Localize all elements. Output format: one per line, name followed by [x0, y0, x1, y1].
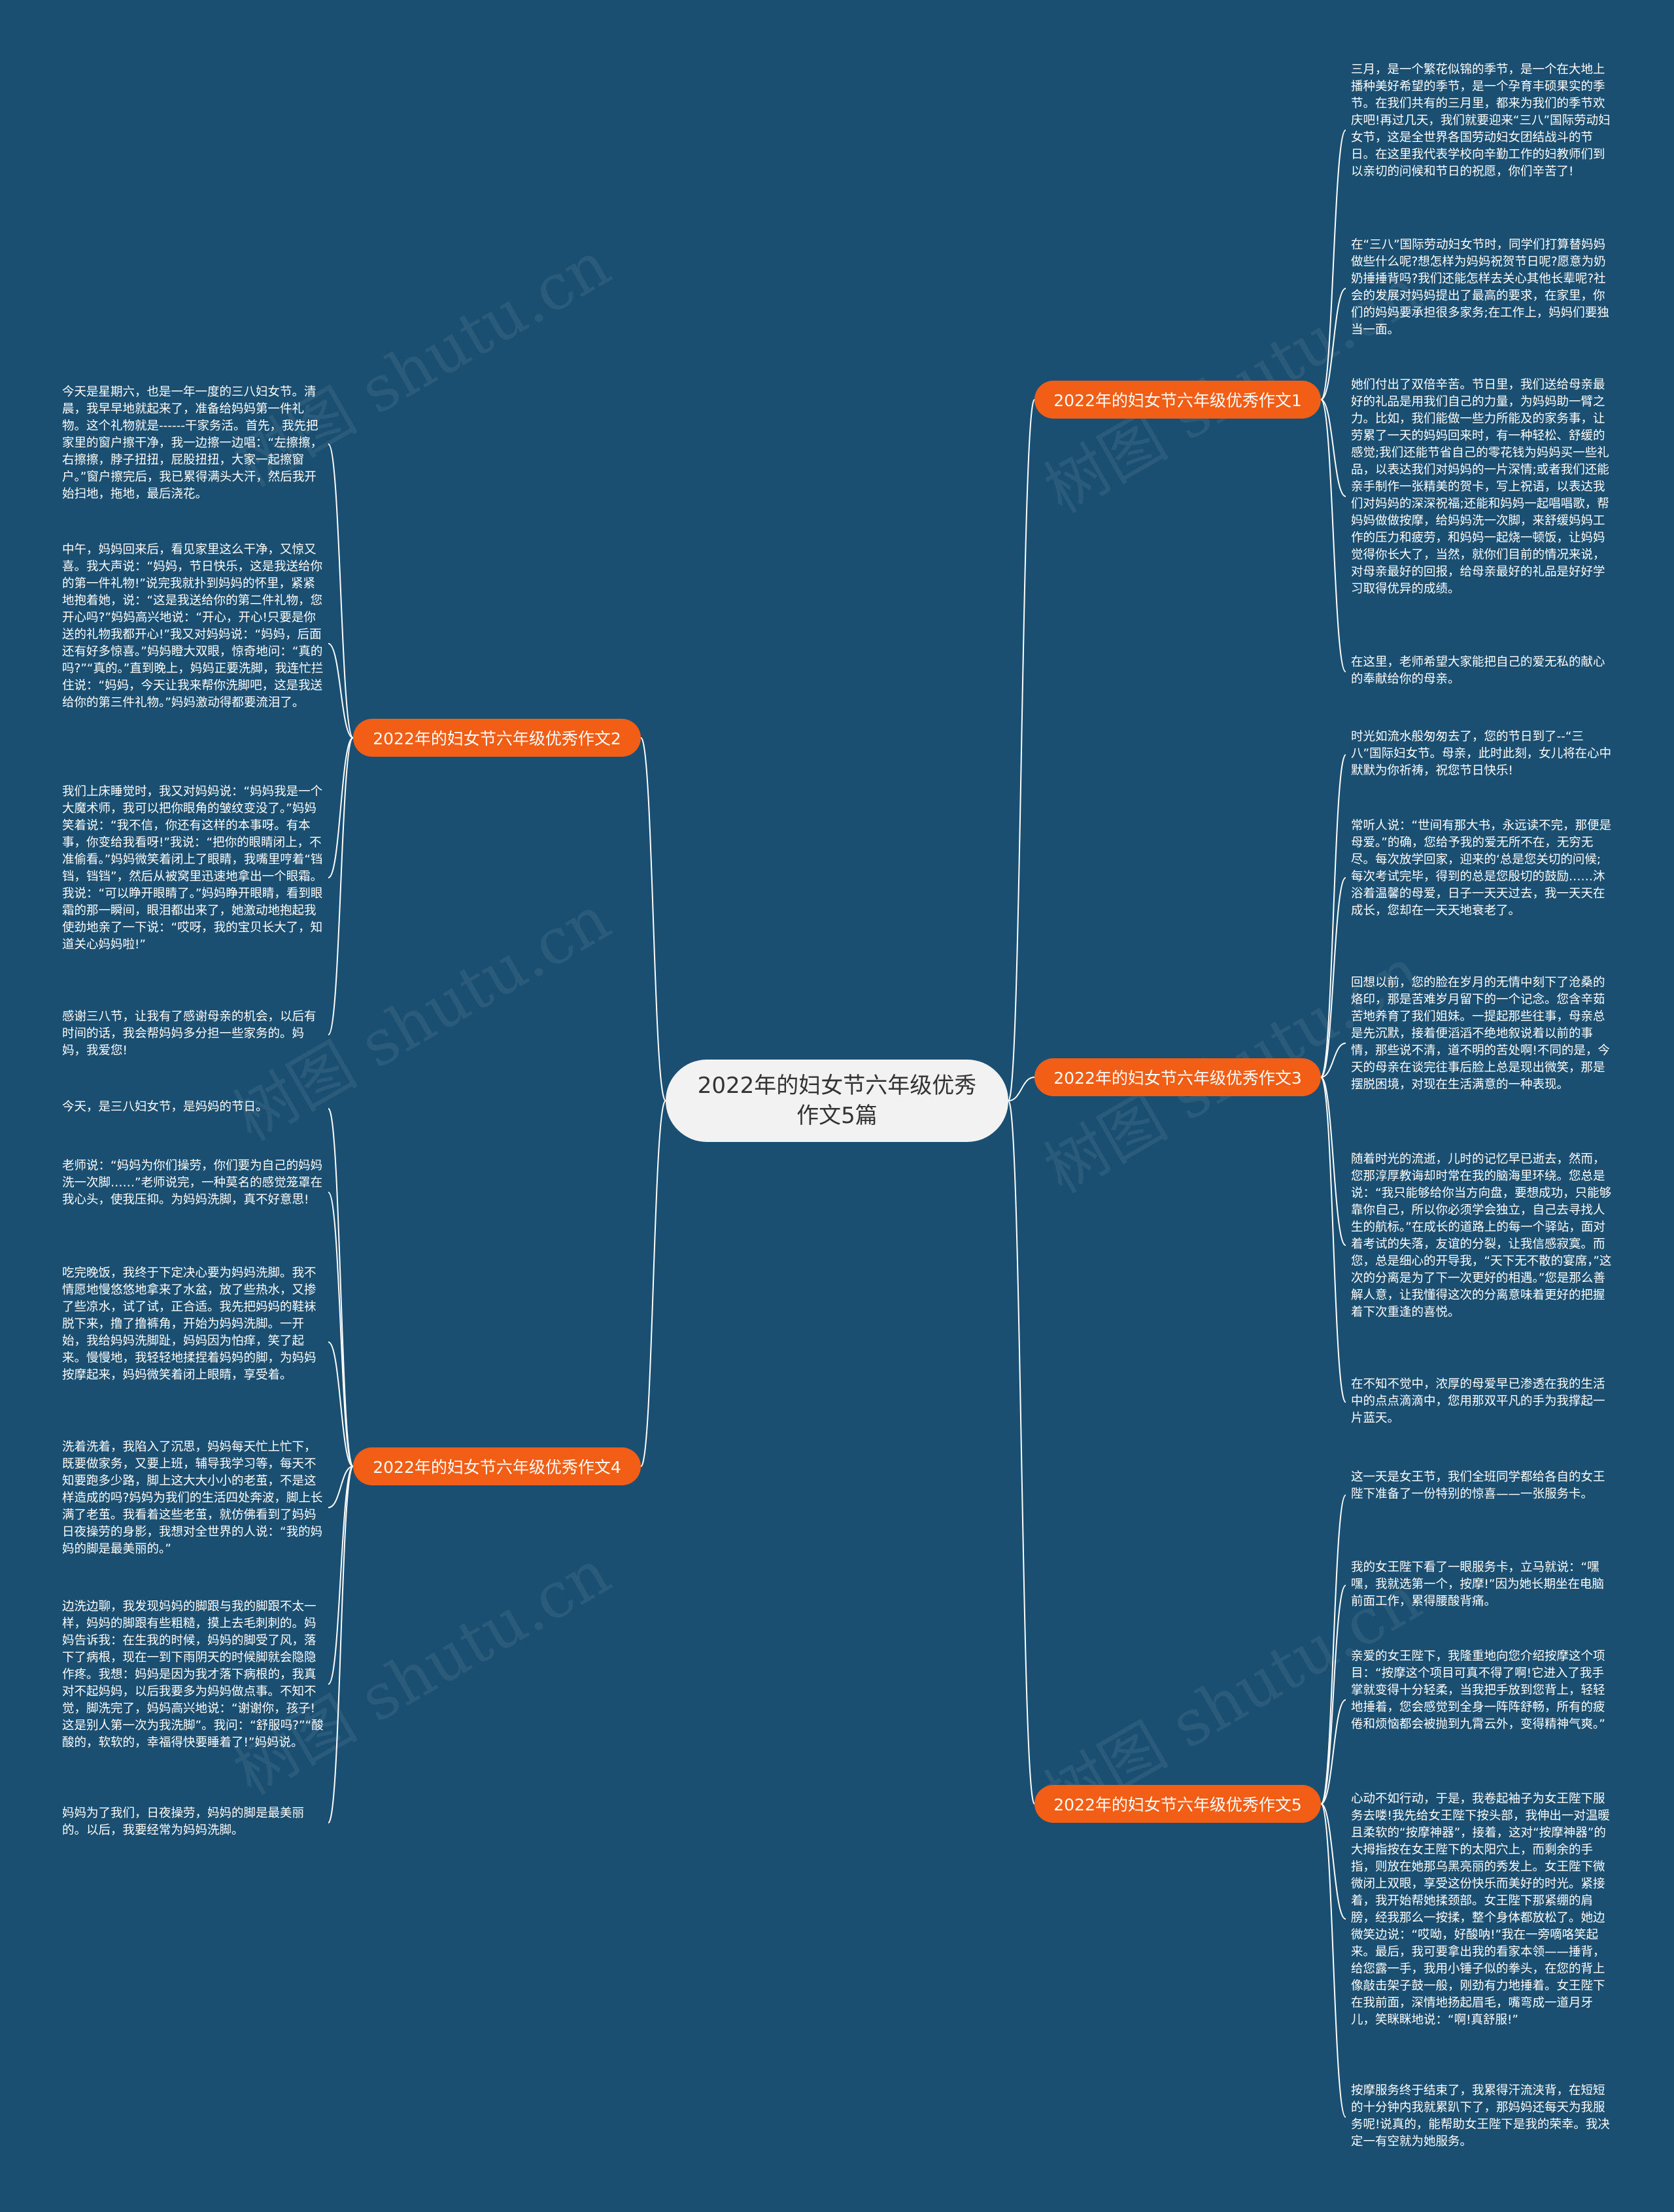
- leaf-text: 吃完晚饭，我终于下定决心要为妈妈洗脚。我不情愿地慢悠悠地拿来了水盆，放了些热水，…: [62, 1266, 316, 1382]
- root-topic[interactable]: 2022年的妇女节六年级优秀作文5篇: [666, 1060, 1008, 1142]
- leaf-text: 我们上床睡觉时，我又对妈妈说：“妈妈我是一个大魔术师，我可以把你眼角的皱纹变没了…: [62, 785, 323, 952]
- leaf-link: [1320, 1803, 1346, 2118]
- leaf-link: [1320, 877, 1346, 1078]
- leaf-link: [1320, 288, 1346, 400]
- leaf-link: [1320, 1803, 1346, 1920]
- leaf-text: 洗着洗着，我陷入了沉思，妈妈每天忙上忙下，既要做家务，又要上班，辅导我学习等，每…: [62, 1440, 323, 1556]
- leaf-text: 在不知不觉中，浓厚的母爱早已渗透在我的生活中的点点滴滴中，您用那双平凡的手为我撑…: [1351, 1377, 1605, 1425]
- leaf-text: 老师说：“妈妈为你们操劳，你们要为自己的妈妈洗一次脚……”老师说完，一种莫名的感…: [62, 1159, 323, 1207]
- leaf-link: [1320, 1077, 1346, 1403]
- branch-topic-1[interactable]: 2022年的妇女节六年级优秀作文1: [1034, 381, 1321, 419]
- branch-link-3: [1008, 1077, 1035, 1101]
- leaf-text: 今天，是三八妇女节，是妈妈的节日。: [62, 1100, 268, 1114]
- branch-topic-4[interactable]: 2022年的妇女节六年级优秀作文4: [353, 1447, 641, 1485]
- leaf-text: 时光如流水般匆匆去了，您的节日到了--“三八”国际妇女节。母亲，此时此刻，女儿将…: [1351, 730, 1612, 778]
- leaf-text: 随着时光的流逝，儿时的记忆早已逝去，然而，您那淳厚教诲却时常在我的脑海里环绕。您…: [1351, 1152, 1612, 1319]
- leaf-text: 回想以前，您的脸在岁月的无情中刻下了沧桑的烙印，那是苦难岁月留下的一个记念。您含…: [1351, 976, 1610, 1092]
- leaf-text: 亲爱的女王陛下，我隆重地向您介绍按摩这个项目：“按摩这个项目可真不得了啊!它进入…: [1351, 1650, 1605, 1731]
- leaf-text: 心动不如行动，于是，我卷起袖子为女王陛下服务去喽!我先给女王陛下按头部，我伸出一…: [1351, 1792, 1610, 2027]
- leaf-link: [328, 737, 354, 878]
- leaf-link: [1320, 1495, 1346, 1805]
- leaf-link: [1320, 1699, 1346, 1805]
- branch-link-5: [1008, 1100, 1035, 1805]
- leaf-text: 按摩服务终于结束了，我累得汗流浃背，在短短的十分钟内我就累趴下了，那妈妈还每天为…: [1351, 2084, 1610, 2149]
- branch-topic-2[interactable]: 2022年的妇女节六年级优秀作文2: [353, 719, 641, 757]
- leaf-text: 常听人说：“世间有那大书，永远读不完，那便是母爱。”的确，您给予我的爱无所不在，…: [1351, 819, 1612, 918]
- leaf-link: [328, 1466, 354, 1685]
- leaf-text: 中午，妈妈回来后，看见家里这么干净，又惊又喜。我大声说：“妈妈，节日快乐，这是我…: [62, 543, 324, 710]
- leaf-link: [1320, 1043, 1346, 1078]
- branch-topic-5[interactable]: 2022年的妇女节六年级优秀作文5: [1034, 1785, 1321, 1823]
- leaf-link: [328, 737, 354, 1035]
- leaf-link: [328, 1466, 354, 1508]
- leaf-text: 我的女王陛下看了一眼服务卡，立马就说：“嘿嘿，我就选第一个，按摩!”因为她长期坐…: [1351, 1561, 1605, 1608]
- leaf-link: [328, 1466, 354, 1823]
- leaf-text: 这一天是女王节，我们全班同学都给各自的女王陛下准备了一份特别的惊喜——一张服务卡…: [1351, 1470, 1605, 1501]
- leaf-link: [328, 1341, 354, 1467]
- leaf-text: 在“三八”国际劳动妇女节时，同学们打算替妈妈做些什么呢?想怎样为妈妈祝贺节日呢?…: [1351, 238, 1609, 337]
- leaf-link: [328, 643, 354, 738]
- leaf-text: 在这里，老师希望大家能把自己的爱无私的献心的奉献给你的母亲。: [1351, 655, 1605, 686]
- leaf-link: [328, 1108, 354, 1467]
- leaf-text: 感谢三八节，让我有了感谢母亲的机会，以后有时间的话，我会帮妈妈多分担一些家务的。…: [62, 1010, 316, 1058]
- leaf-link: [1320, 399, 1346, 497]
- branch-link-2: [640, 737, 666, 1101]
- leaf-link: [1320, 1585, 1346, 1805]
- branch-topic-3[interactable]: 2022年的妇女节六年级优秀作文3: [1034, 1058, 1321, 1096]
- leaf-link: [328, 443, 354, 738]
- leaf-text: 妈妈为了我们，日夜操劳，妈妈的脚是最美丽的。以后，我要经常为妈妈洗脚。: [62, 1806, 305, 1837]
- leaf-link: [1320, 754, 1346, 1078]
- leaf-link: [328, 1192, 354, 1467]
- branch-link-4: [640, 1100, 666, 1467]
- leaf-link: [1320, 130, 1346, 400]
- leaf-link: [1320, 399, 1346, 672]
- leaf-link: [1320, 1077, 1346, 1246]
- leaf-text: 她们付出了双倍辛苦。节日里，我们送给母亲最好的礼品是用我们自己的力量，为妈妈助一…: [1351, 378, 1609, 596]
- leaf-text: 三月，是一个繁花似锦的季节，是一个在大地上播种美好希望的季节，是一个孕育丰硕果实…: [1351, 63, 1611, 179]
- leaf-text: 边洗边聊，我发现妈妈的脚跟与我的脚跟不太一样，妈妈的脚跟有些粗糙，摸上去毛刺刺的…: [62, 1600, 324, 1750]
- branch-link-1: [1008, 399, 1035, 1101]
- leaf-text: 今天是星期六，也是一年一度的三八妇女节。清晨，我早早地就起来了，准备给妈妈第一件…: [62, 385, 323, 501]
